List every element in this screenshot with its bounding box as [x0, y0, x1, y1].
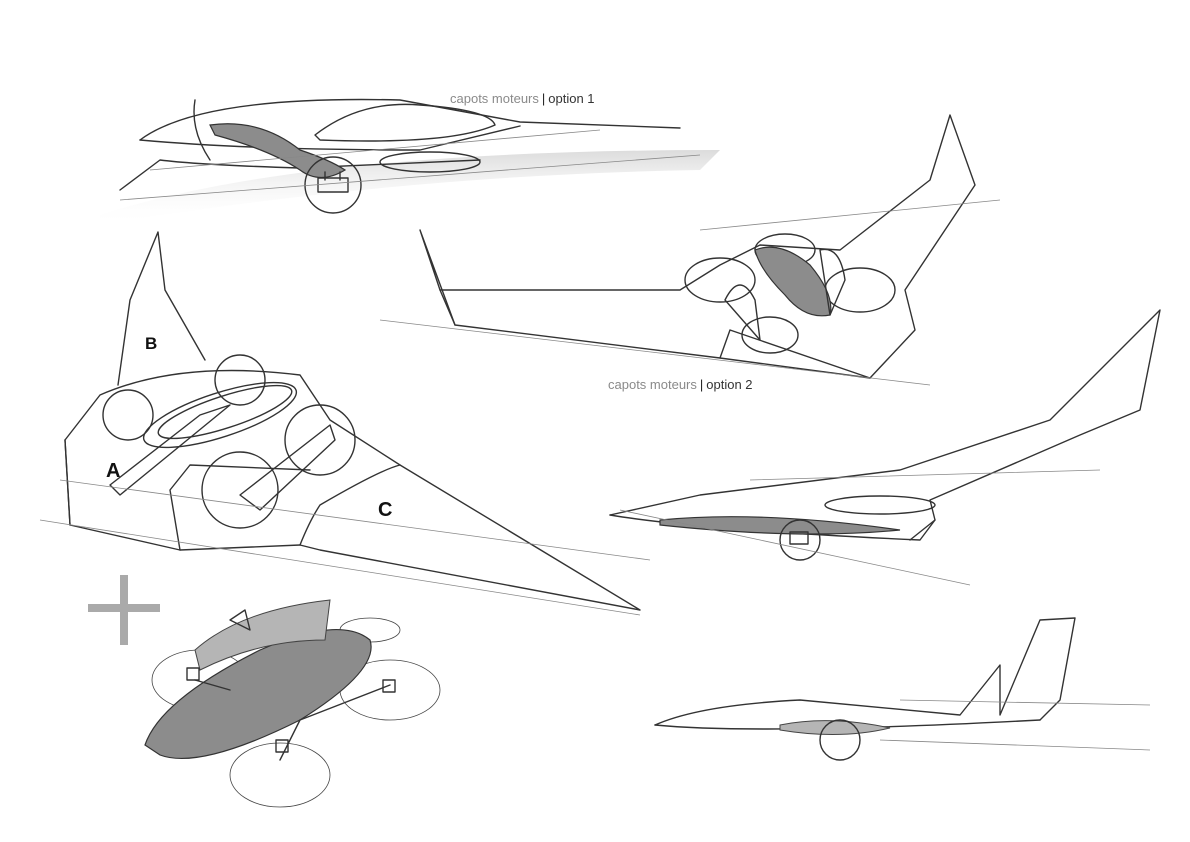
- pod-rotor-sketch: [144, 599, 441, 808]
- label-c: C: [378, 499, 393, 521]
- caption-prefix: capots moteurs: [450, 91, 539, 106]
- caption-option: option 2: [706, 377, 753, 392]
- label-a: A: [106, 460, 121, 482]
- front-view-option-1-sketch: [100, 98, 720, 225]
- caption-option: option 1: [548, 91, 595, 106]
- caption-option-1: capots moteurs|option 1: [450, 91, 595, 106]
- top-view-option-2-sketch: [379, 114, 1001, 386]
- caption-option-2: capots moteurs|option 2: [608, 377, 753, 392]
- side-three-quarter-sketch: [609, 309, 1161, 586]
- three-quarter-view-sketch: [39, 231, 651, 616]
- plus-mark: [88, 575, 160, 645]
- caption-prefix: capots moteurs: [608, 377, 697, 392]
- caption-separator: |: [699, 377, 704, 392]
- side-profile-sketch: [654, 617, 1151, 761]
- caption-separator: |: [541, 91, 546, 106]
- label-b: B: [145, 334, 158, 353]
